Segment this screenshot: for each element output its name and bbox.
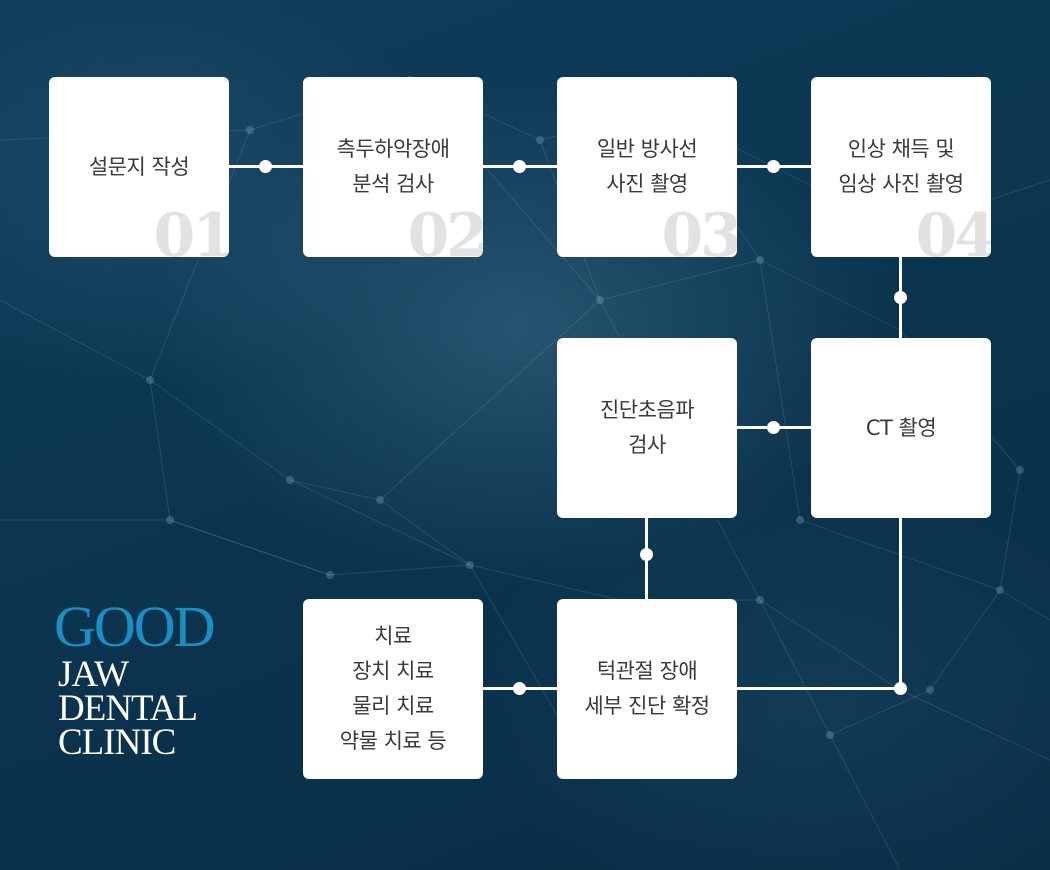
- step-label: 측두하악장애 분석 검사: [336, 137, 450, 196]
- connector-dot: [894, 291, 907, 304]
- step-label: 인상 채득 및 임상 사진 촬영: [838, 137, 964, 196]
- step-number: 03: [661, 201, 738, 257]
- connector-dot: [767, 160, 780, 173]
- connector-dot: [513, 160, 526, 173]
- connector-dot: [894, 682, 907, 695]
- connector-5-7-vertical: [899, 518, 902, 690]
- logo-dental-text: DENTAL: [58, 688, 198, 729]
- step-card-diagnosis: 턱관절 장애 세부 진단 확정: [557, 599, 737, 779]
- step-label: 턱관절 장애 세부 진단 확정: [584, 659, 710, 718]
- connector-dot: [640, 548, 653, 561]
- logo-good-text: GOOD: [54, 594, 216, 659]
- clinic-logo: GOOD JAW DENTAL CLINIC: [54, 594, 216, 763]
- step-card-xray: 일반 방사선 사진 촬영 03: [557, 77, 737, 257]
- step-label: 일반 방사선 사진 촬영: [596, 137, 698, 196]
- step-number: 02: [407, 201, 484, 257]
- step-number: 01: [153, 201, 230, 257]
- step-card-ultrasound: 진단초음파 검사: [557, 338, 737, 518]
- logo-jaw-text: JAW: [58, 654, 129, 695]
- connector-dot: [767, 421, 780, 434]
- step-number: 04: [915, 201, 992, 257]
- step-card-tmd-analysis: 측두하악장애 분석 검사 02: [303, 77, 483, 257]
- logo-clinic-text: CLINIC: [58, 722, 176, 763]
- step-label: 치료 장치 치료 물리 치료 약물 치료 등: [339, 624, 447, 753]
- step-card-treatment: 치료 장치 치료 물리 치료 약물 치료 등: [303, 599, 483, 779]
- step-label: 설문지 작성: [88, 154, 190, 179]
- step-card-survey: 설문지 작성 01: [49, 77, 229, 257]
- step-label: 진단초음파 검사: [599, 398, 695, 457]
- step-card-impression-photo: 인상 채득 및 임상 사진 촬영 04: [811, 77, 991, 257]
- step-card-ct: CT 촬영: [811, 338, 991, 518]
- connector-dot: [259, 160, 272, 173]
- connector-5-7-horizontal: [737, 687, 902, 690]
- step-label: CT 촬영: [865, 415, 937, 440]
- connector-dot: [513, 682, 526, 695]
